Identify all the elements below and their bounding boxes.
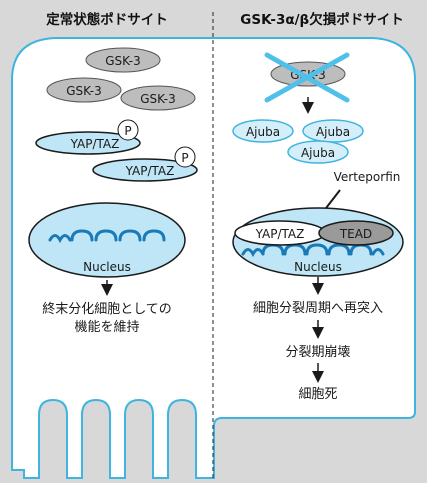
svg-text:YAP/TAZ: YAP/TAZ (125, 164, 175, 178)
nucleus-left: Nucleus (28, 202, 186, 278)
right-panel-title: GSK-3α/β欠損ポドサイト (240, 11, 403, 28)
ajuba-molecule: Ajuba (287, 140, 349, 164)
svg-text:TEAD: TEAD (339, 227, 372, 241)
svg-text:GSK-3: GSK-3 (105, 54, 141, 68)
gsk3-molecule: GSK-3 (120, 85, 196, 111)
phospho-label: P (181, 151, 188, 165)
svg-text:GSK-3: GSK-3 (140, 92, 176, 106)
nucleus-label: Nucleus (294, 260, 342, 274)
yap-taz-phosphorylated: YAP/TAZ P (92, 146, 198, 182)
outcome-text-line1: 終末分化細胞としての (42, 301, 172, 317)
dna-strand (48, 229, 166, 244)
left-panel-title: 定常状態ポドサイト (46, 11, 168, 28)
step-text: 細胞分裂周期へ再突入 (253, 300, 383, 316)
nucleus-label: Nucleus (83, 260, 131, 274)
svg-text:Ajuba: Ajuba (246, 125, 280, 139)
step-text: 分裂期崩壊 (285, 345, 350, 360)
outcome-text-line2: 機能を維持 (74, 320, 139, 335)
tead-molecule (318, 220, 394, 246)
deletion-cross-icon (264, 52, 350, 103)
svg-text:GSK-3: GSK-3 (66, 84, 102, 98)
gsk3-molecule: GSK-3 (46, 77, 122, 103)
step-text: 細胞死 (298, 387, 337, 402)
nucleus-right: YAP/TAZ TEAD Nucleus (232, 207, 404, 277)
svg-text:YAP/TAZ: YAP/TAZ (70, 137, 120, 151)
verteporfin-label: Verteporfin (334, 170, 401, 184)
svg-text:Ajuba: Ajuba (316, 125, 350, 139)
ajuba-molecule: Ajuba (232, 119, 294, 143)
gsk3-molecule: GSK-3 (85, 47, 161, 73)
phospho-label: P (124, 124, 131, 138)
svg-text:Ajuba: Ajuba (301, 146, 335, 160)
yap-taz-phosphorylated: YAP/TAZ P (35, 119, 141, 155)
svg-text:YAP/TAZ: YAP/TAZ (255, 227, 305, 241)
ajuba-molecule: Ajuba (302, 119, 364, 143)
